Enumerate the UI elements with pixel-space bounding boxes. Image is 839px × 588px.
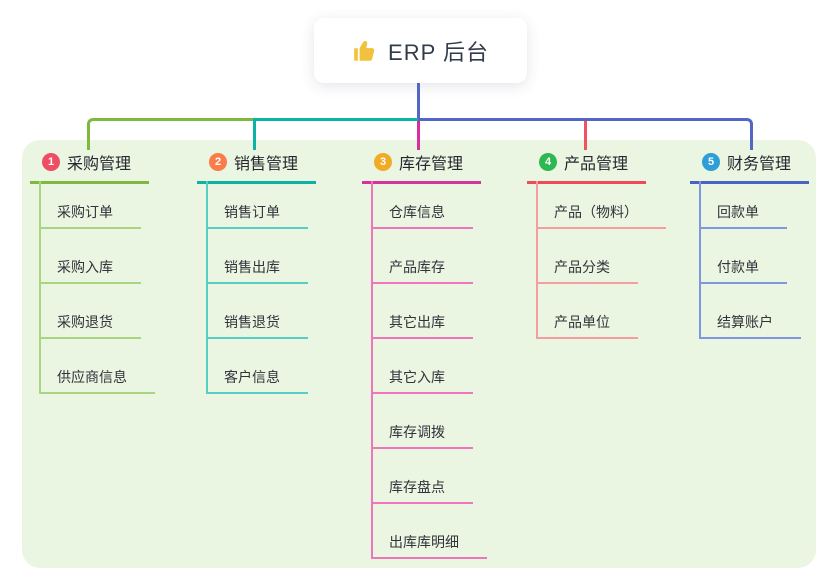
child-node-label: 销售退货 bbox=[224, 314, 280, 330]
child-node[interactable]: 客户信息 bbox=[208, 339, 308, 394]
branch-number-badge: 3 bbox=[374, 153, 392, 171]
branch-node[interactable]: 1 采购管理 bbox=[30, 150, 150, 184]
connector-drop-inventory bbox=[417, 121, 420, 150]
child-node[interactable]: 供应商信息 bbox=[41, 339, 155, 394]
child-node[interactable]: 产品库存 bbox=[373, 229, 473, 284]
child-node-label: 产品单位 bbox=[554, 314, 610, 330]
child-node[interactable]: 销售出库 bbox=[208, 229, 308, 284]
child-node-label: 采购入库 bbox=[57, 259, 113, 275]
branch-node-label: 财务管理 bbox=[727, 156, 792, 173]
child-node-label: 销售订单 bbox=[224, 204, 280, 220]
child-node[interactable]: 产品分类 bbox=[538, 229, 638, 284]
child-node[interactable]: 产品（物料） bbox=[538, 181, 666, 229]
child-node-label: 出库库明细 bbox=[389, 534, 459, 550]
branch-children: 销售订单销售出库销售退货客户信息 bbox=[206, 181, 308, 394]
branch-node-label: 产品管理 bbox=[564, 156, 629, 173]
child-node[interactable]: 结算账户 bbox=[701, 284, 801, 339]
connector-drop-product bbox=[584, 121, 587, 150]
thumbs-up-icon bbox=[354, 40, 375, 61]
child-node-label: 产品库存 bbox=[389, 259, 445, 275]
branch-number-badge: 4 bbox=[539, 153, 557, 171]
connector-bus-right bbox=[418, 118, 753, 150]
branch-node[interactable]: 5 财务管理 bbox=[690, 150, 810, 184]
child-node[interactable]: 采购退货 bbox=[41, 284, 141, 339]
branch-number-badge: 5 bbox=[702, 153, 720, 171]
connector-root-drop bbox=[417, 83, 420, 121]
child-node-label: 库存盘点 bbox=[389, 479, 445, 495]
branch-number-badge: 2 bbox=[209, 153, 227, 171]
child-node[interactable]: 其它出库 bbox=[373, 284, 473, 339]
branch-node[interactable]: 4 产品管理 bbox=[527, 150, 647, 184]
branches-panel bbox=[22, 140, 816, 568]
child-node[interactable]: 采购订单 bbox=[41, 181, 141, 229]
child-node[interactable]: 销售订单 bbox=[208, 181, 308, 229]
branch-number-badge: 1 bbox=[42, 153, 60, 171]
child-node-label: 付款单 bbox=[717, 259, 759, 275]
child-node[interactable]: 库存盘点 bbox=[373, 449, 473, 504]
child-node[interactable]: 库存调拨 bbox=[373, 394, 473, 449]
child-node-label: 库存调拨 bbox=[389, 424, 445, 440]
branch-node-label: 库存管理 bbox=[399, 156, 464, 173]
child-node-label: 结算账户 bbox=[717, 314, 773, 330]
child-node[interactable]: 仓库信息 bbox=[373, 181, 473, 229]
child-node[interactable]: 销售退货 bbox=[208, 284, 308, 339]
child-node-label: 采购退货 bbox=[57, 314, 113, 330]
branch-node[interactable]: 2 销售管理 bbox=[197, 150, 317, 184]
child-node-label: 供应商信息 bbox=[57, 369, 127, 385]
child-node-label: 仓库信息 bbox=[389, 204, 445, 220]
connector-drop-sales bbox=[253, 118, 256, 150]
branch-node-label: 采购管理 bbox=[67, 156, 132, 173]
child-node[interactable]: 其它入库 bbox=[373, 339, 473, 394]
child-node[interactable]: 付款单 bbox=[701, 229, 787, 284]
connector-bus-left bbox=[87, 118, 254, 150]
branch-children: 产品（物料） 产品分类产品单位 bbox=[536, 181, 666, 339]
child-node-label: 其它入库 bbox=[389, 369, 445, 385]
child-node-label: 销售出库 bbox=[224, 259, 280, 275]
branch-children: 仓库信息产品库存其它出库其它入库库存调拨库存盘点出库库明细 bbox=[371, 181, 487, 559]
branch-node[interactable]: 3 库存管理 bbox=[362, 150, 482, 184]
child-node[interactable]: 产品单位 bbox=[538, 284, 638, 339]
child-node[interactable]: 出库库明细 bbox=[373, 504, 487, 559]
child-node-label: 产品分类 bbox=[554, 259, 610, 275]
root-node-label: ERP 后台 bbox=[388, 39, 489, 65]
child-node[interactable]: 回款单 bbox=[701, 181, 787, 229]
branch-children: 回款单付款单结算账户 bbox=[699, 181, 801, 339]
child-node[interactable]: 采购入库 bbox=[41, 229, 141, 284]
child-node-label: 客户信息 bbox=[224, 369, 280, 385]
child-node-label: 其它出库 bbox=[389, 314, 445, 330]
child-node-label: 采购订单 bbox=[57, 204, 113, 220]
branch-children: 采购订单采购入库采购退货供应商信息 bbox=[39, 181, 155, 394]
child-node-label: 回款单 bbox=[717, 204, 759, 220]
connector-bus-mid bbox=[256, 118, 418, 121]
child-node-label: 产品（物料） bbox=[554, 204, 638, 220]
branch-node-label: 销售管理 bbox=[234, 156, 299, 173]
root-node[interactable]: ERP 后台 bbox=[314, 18, 527, 83]
